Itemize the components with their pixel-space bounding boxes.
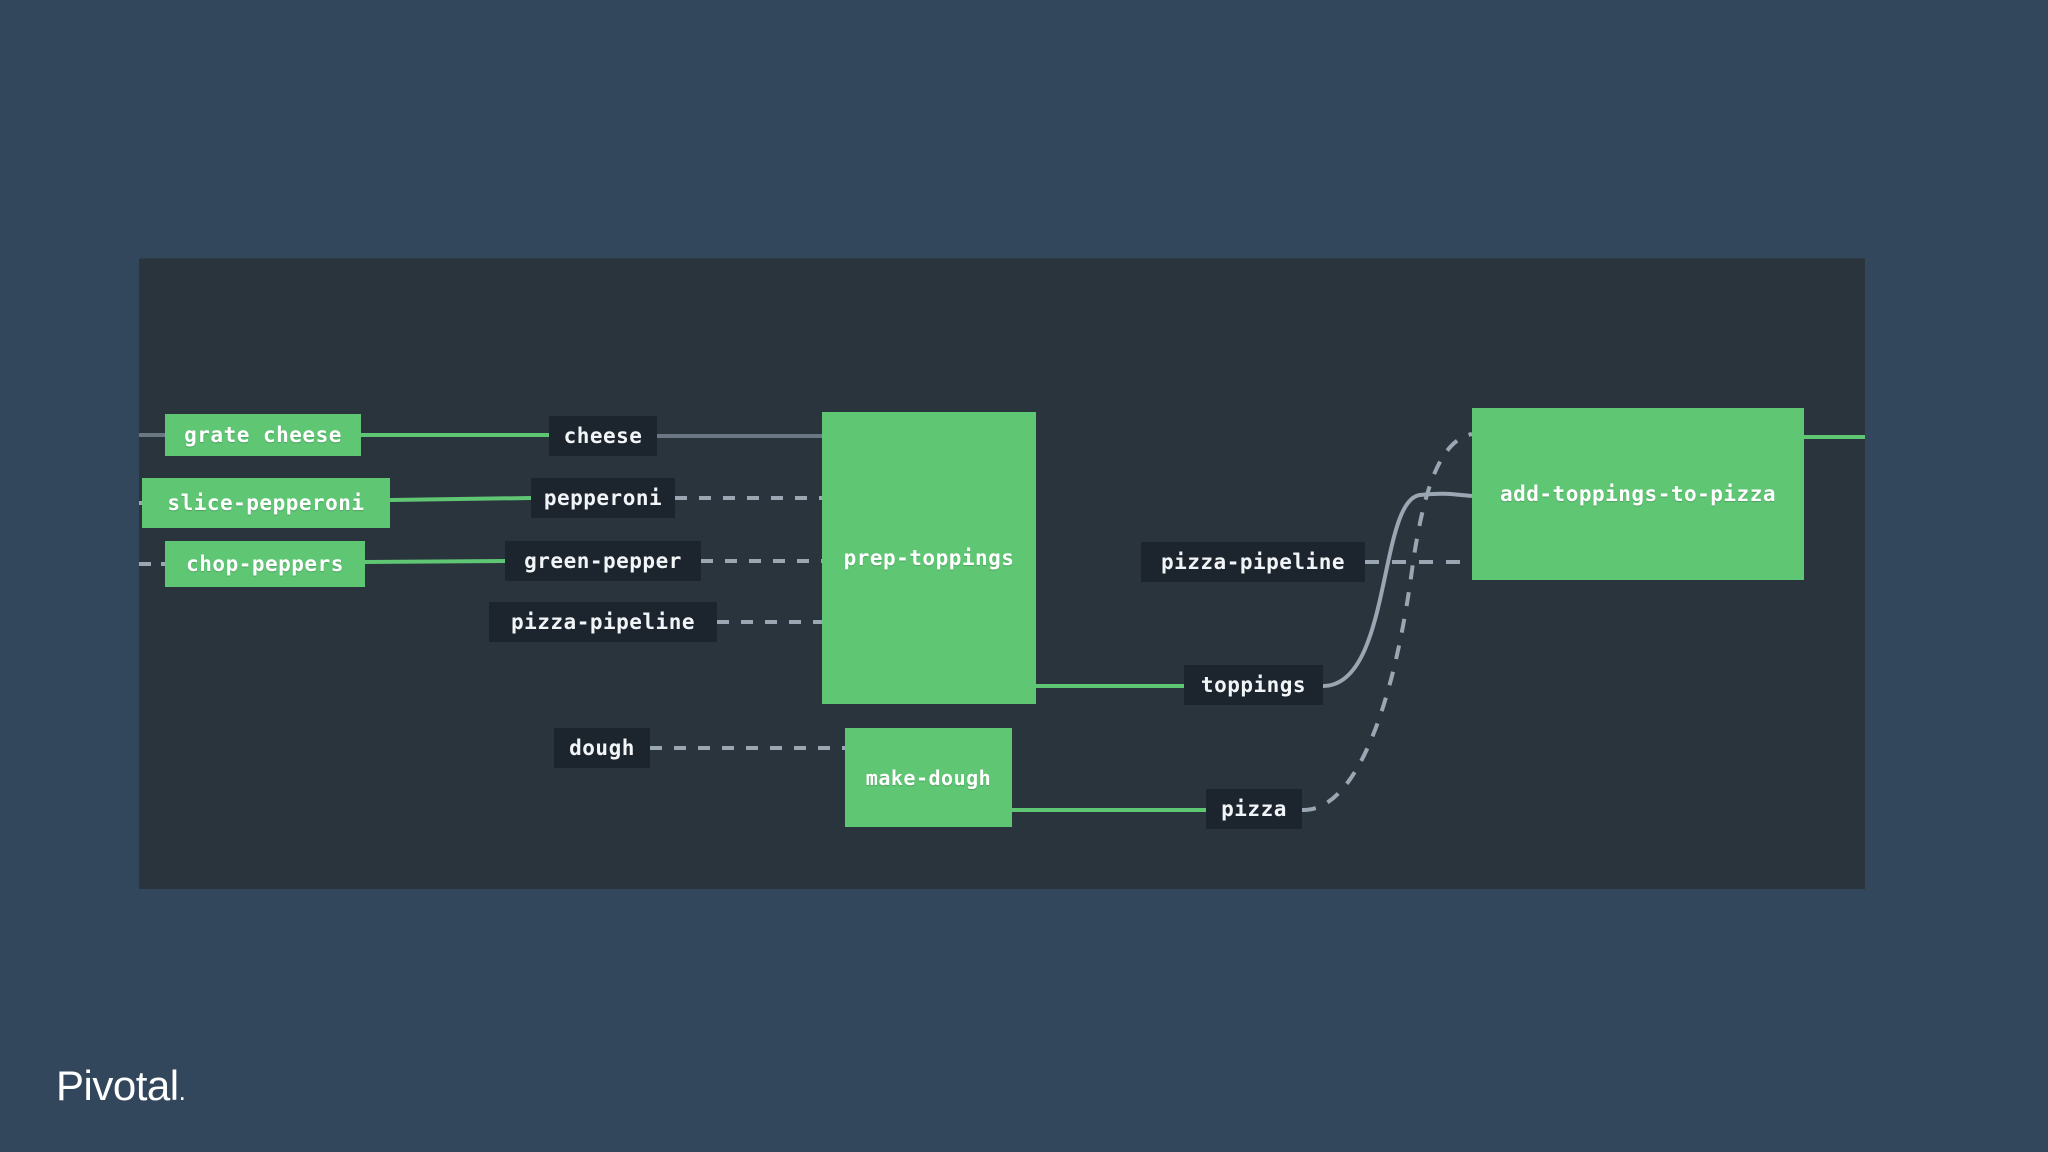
resource-cheese[interactable]: cheese [549, 416, 657, 456]
resource-pizza[interactable]: pizza [1206, 789, 1302, 829]
job-add-toppings-to-pizza[interactable]: add-toppings-to-pizza [1472, 408, 1804, 580]
pivotal-logo-text: Pivotal [56, 1062, 179, 1109]
resource-pepperoni[interactable]: pepperoni [531, 478, 675, 518]
pivotal-logo-dot: . [178, 1076, 186, 1106]
resource-toppings[interactable]: toppings [1184, 665, 1323, 705]
job-make-dough[interactable]: make-dough [845, 728, 1012, 827]
job-chop-peppers[interactable]: chop-peppers [165, 541, 365, 587]
job-grate-cheese[interactable]: grate cheese [165, 414, 361, 456]
pivotal-logo: Pivotal. [56, 1062, 186, 1109]
resource-pizza-pipeline-right[interactable]: pizza-pipeline [1141, 542, 1365, 582]
resource-dough[interactable]: dough [554, 728, 650, 768]
job-slice-pepperoni[interactable]: slice-pepperoni [142, 478, 390, 528]
resource-pizza-pipeline-left[interactable]: pizza-pipeline [489, 602, 717, 642]
job-prep-toppings[interactable]: prep-toppings [822, 412, 1036, 704]
resource-green-pepper[interactable]: green-pepper [505, 541, 701, 581]
